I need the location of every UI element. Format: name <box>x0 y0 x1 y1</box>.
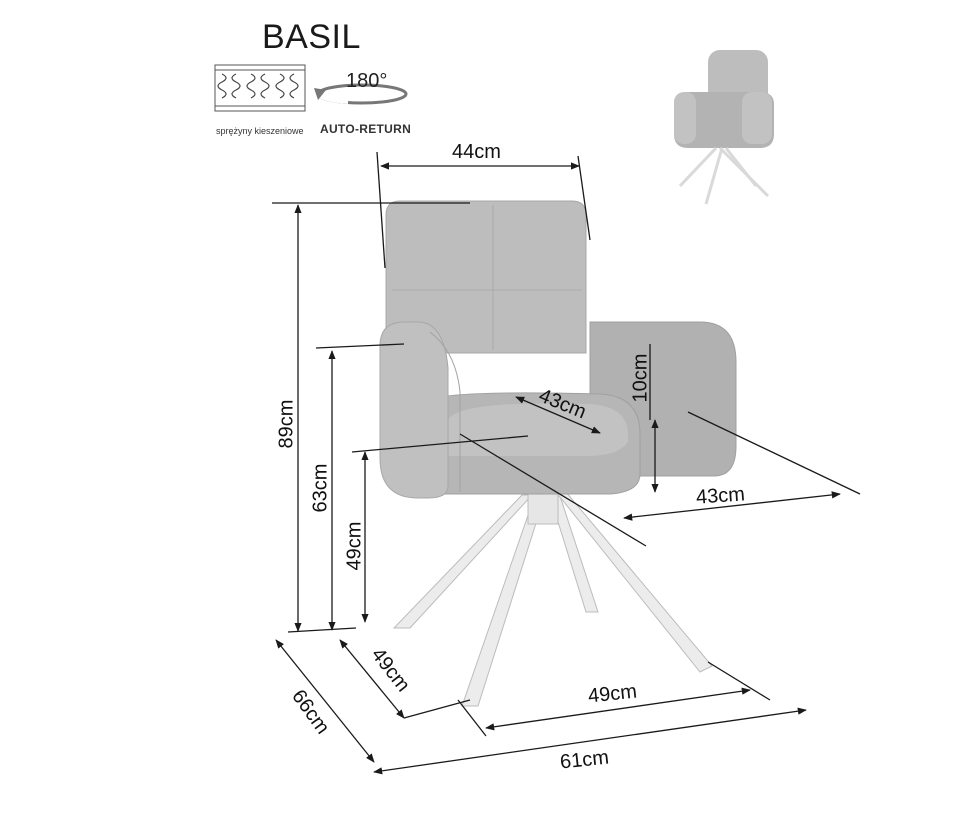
dim-seat-width: 43cm <box>695 483 746 509</box>
pocket-springs-label: sprężyny kieszeniowe <box>216 126 304 136</box>
auto-return-label: AUTO-RETURN <box>320 122 412 136</box>
dim-seat-height: 49cm <box>343 521 366 571</box>
dim-base-width: 49cm <box>586 680 638 708</box>
pocket-springs-icon <box>214 64 306 112</box>
chair-back-view-illustration <box>674 50 774 205</box>
rotation-degrees: 180° <box>346 70 388 92</box>
rotation-arrow-icon <box>314 83 408 105</box>
dim-top-width: 44cm <box>452 141 501 163</box>
product-title: BASIL <box>262 18 361 56</box>
dim-total-height: 89cm <box>275 399 298 449</box>
dim-armrest-height: 63cm <box>309 463 332 513</box>
dim-armrest-above-seat: 10cm <box>629 353 652 403</box>
dim-overall-width: 61cm <box>558 746 610 774</box>
